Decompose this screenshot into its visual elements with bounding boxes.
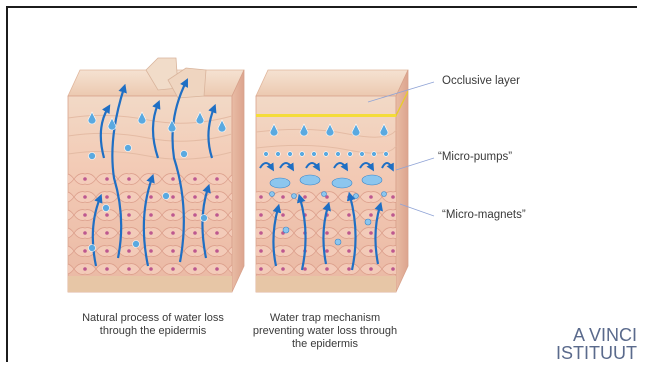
caption-left-line-2: through the epidermis xyxy=(62,325,244,338)
institute-logo: A VINCI ISTITUUT xyxy=(556,326,637,362)
caption-left-line-1: Natural process of water loss xyxy=(62,312,244,325)
label-micro-pumps: “Micro-pumps” xyxy=(438,151,512,163)
slide-frame: Occlusive layer “Micro-pumps” “Micro-mag… xyxy=(6,6,637,362)
right-skin-block xyxy=(256,70,408,292)
skin-diagram xyxy=(8,8,637,362)
caption-right-line-3: the epidermis xyxy=(230,338,420,351)
logo-line-2: ISTITUUT xyxy=(556,344,637,362)
left-skin-block xyxy=(68,58,244,292)
caption-right-line-2: preventing water loss through xyxy=(230,325,420,338)
caption-right-line-1: Water trap mechanism xyxy=(230,312,420,325)
label-micro-magnets: “Micro-magnets” xyxy=(442,209,526,221)
caption-right: Water trap mechanism preventing water lo… xyxy=(230,312,420,351)
logo-line-1: A VINCI xyxy=(556,326,637,344)
label-occlusive-layer: Occlusive layer xyxy=(442,75,520,87)
caption-left: Natural process of water loss through th… xyxy=(62,312,244,338)
occlusive-layer xyxy=(256,114,396,117)
